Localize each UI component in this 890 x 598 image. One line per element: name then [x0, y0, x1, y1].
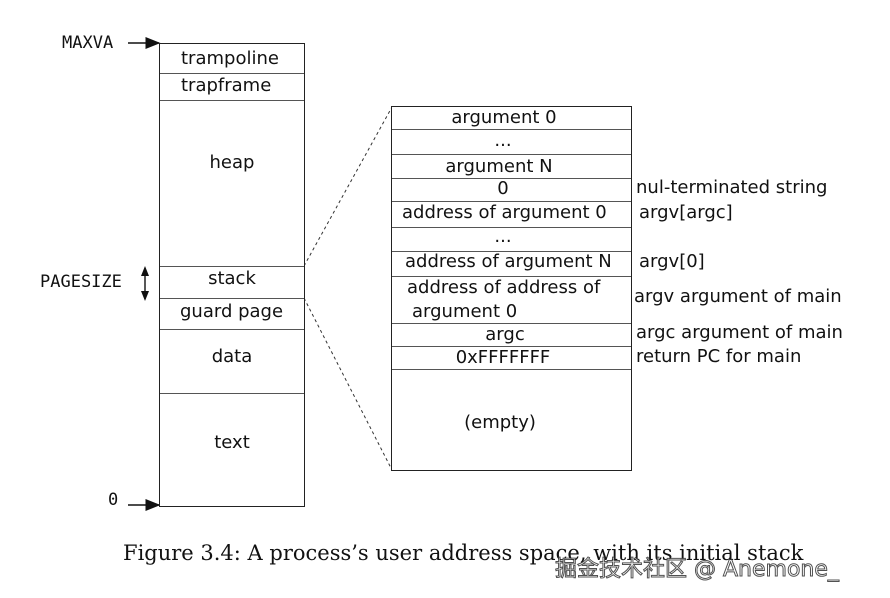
stack-detail-column [391, 106, 632, 471]
zero-label: 0 [108, 490, 119, 510]
divider [392, 276, 631, 277]
row-return-pc: 0xFFFFFFF [455, 347, 551, 368]
divider [392, 251, 631, 252]
divider [160, 298, 304, 299]
divider [160, 100, 304, 101]
row-address-argument-n: address of argument N [405, 251, 612, 272]
row-argc: argc [485, 324, 525, 345]
divider [160, 73, 304, 74]
address-space-column [159, 43, 305, 507]
divider [392, 129, 631, 130]
watermark: 掘金技术社区 @ Anemone_ [555, 557, 840, 583]
row-argument-n: argument N [445, 156, 553, 177]
row-address-of-address-line1: address of address of [407, 277, 601, 298]
divider [392, 154, 631, 155]
region-trapframe: trapframe [181, 75, 272, 96]
annotation-argv-0: argv[0] [639, 251, 705, 272]
region-stack: stack [208, 268, 256, 289]
row-null-zero: 0 [497, 178, 509, 199]
divider [392, 369, 631, 370]
row-ellipsis-1: ... [494, 130, 512, 151]
region-trampoline: trampoline [181, 48, 279, 69]
annotation-argv-main: argv argument of main [634, 286, 842, 307]
pagesize-double-arrow [141, 266, 149, 301]
region-data: data [211, 346, 253, 367]
annotation-nul-terminated: nul-terminated string [636, 177, 828, 198]
pagesize-label: PAGESIZE [40, 272, 122, 292]
region-text: text [214, 432, 250, 453]
annotation-argv-argc: argv[argc] [639, 202, 733, 223]
row-address-of-address-line2: argument 0 [412, 301, 518, 322]
figure-caption: Figure 3.4: A process’s user address spa… [123, 541, 804, 565]
annotation-return-pc: return PC for main [636, 346, 802, 367]
region-heap: heap [209, 152, 255, 173]
divider [392, 323, 631, 324]
divider [160, 329, 304, 330]
divider [160, 266, 304, 267]
zoom-line-bottom [303, 297, 393, 471]
divider [392, 201, 631, 202]
divider [392, 346, 631, 347]
divider [392, 178, 631, 179]
row-argument-0: argument 0 [451, 107, 557, 128]
row-address-argument-0: address of argument 0 [402, 202, 607, 223]
row-ellipsis-2: ... [494, 226, 512, 247]
maxva-label: MAXVA [62, 33, 114, 53]
row-empty: (empty) [464, 412, 536, 433]
divider [160, 393, 304, 394]
divider [392, 227, 631, 228]
region-guard-page: guard page [180, 301, 284, 322]
annotation-argc-main: argc argument of main [636, 322, 843, 343]
zoom-line-top [303, 106, 393, 267]
